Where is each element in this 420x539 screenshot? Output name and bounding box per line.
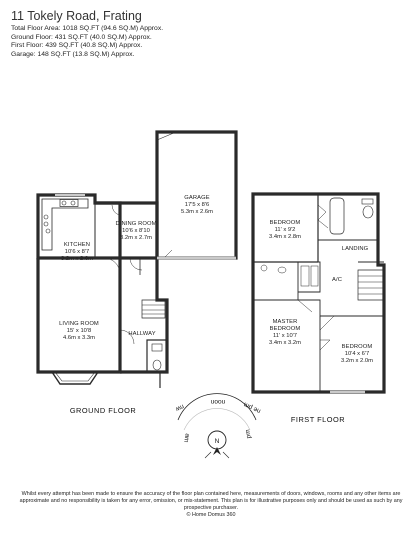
- property-address: 11 Tokely Road, Frating: [11, 9, 142, 23]
- disclaimer-footer: Whilst every attempt has been made to en…: [18, 491, 404, 519]
- living-room-label: LIVING ROOM: [59, 321, 99, 327]
- dining-room-metric: 3.2m x 2.7m: [120, 235, 152, 241]
- bedroom-2-label: BEDROOM: [342, 344, 373, 350]
- hallway-label: HALLWAY: [128, 331, 155, 337]
- first-floor-plan: [251, 192, 386, 394]
- compass-noon: noon: [210, 398, 225, 405]
- master-bedroom-metric: 3.4m x 3.2m: [269, 340, 301, 346]
- master-bedroom-imperial: 11' x 10'7: [273, 333, 297, 339]
- compass-north: N: [215, 438, 220, 445]
- living-room-metric: 4.6m x 3.3m: [63, 335, 95, 341]
- first-floor-title: FIRST FLOOR: [291, 415, 345, 424]
- dining-room-imperial: 10'6 x 8'10: [122, 228, 150, 234]
- landing-label: LANDING: [342, 246, 369, 252]
- bedroom-1-metric: 3.4m x 2.8m: [269, 234, 301, 240]
- bedroom-1-label: BEDROOM: [270, 220, 301, 226]
- garage-label: GARAGE: [184, 195, 209, 201]
- bedroom-2-metric: 3.2m x 2.0m: [341, 358, 373, 364]
- garage-metric: 5.3m x 2.6m: [181, 209, 213, 215]
- total-floor-area: Total Floor Area: 1018 SQ.FT (94.6 SQ.M)…: [11, 25, 164, 32]
- compass-east: pm: [244, 429, 252, 439]
- ground-floor-plan: [36, 130, 238, 388]
- copyright-credit: © Home Domus 360: [186, 512, 236, 519]
- bedroom-1-imperial: 11' x 9'2: [275, 227, 296, 233]
- compass-ne: ne pm: [243, 401, 262, 415]
- bedroom-2-imperial: 10'4 x 6'7: [345, 351, 369, 357]
- ground-floor-labels: KITCHEN 10'6 x 8'7 3.2m x 2.6m DINING RO…: [59, 195, 213, 415]
- compass-icon: N noon nw ne pm am pm: [174, 393, 262, 459]
- ac-label: A/C: [332, 277, 342, 283]
- floor-area-header: 11 Tokely Road, Frating Total Floor Area…: [11, 9, 163, 59]
- master-bedroom-label: MASTER: [273, 319, 298, 325]
- compass-west: am: [182, 433, 190, 443]
- disclaimer-text: Whilst every attempt has been made to en…: [19, 491, 403, 512]
- kitchen-imperial: 10'6 x 8'7: [65, 249, 89, 255]
- first-floor-labels: BEDROOM 11' x 9'2 3.4m x 2.8m LANDING A/…: [269, 220, 373, 424]
- ground-floor-area: Ground Floor: 431 SQ.FT (40.0 SQ.M) Appr…: [11, 33, 152, 41]
- master-bedroom-label-2: BEDROOM: [270, 326, 301, 332]
- dining-room-label: DINING ROOM: [115, 221, 156, 227]
- kitchen-metric: 3.2m x 2.6m: [61, 256, 93, 262]
- garage-area: Garage: 148 SQ.FT (13.8 SQ.M) Approx.: [11, 50, 135, 58]
- first-floor-area: First Floor: 439 SQ.FT (40.8 SQ.M) Appro…: [11, 42, 143, 50]
- garage-imperial: 17'5 x 8'6: [185, 202, 209, 208]
- living-room-imperial: 15' x 10'8: [67, 328, 91, 334]
- compass-nw: nw: [174, 403, 185, 413]
- kitchen-label: KITCHEN: [64, 242, 90, 248]
- ground-floor-title: GROUND FLOOR: [70, 406, 136, 415]
